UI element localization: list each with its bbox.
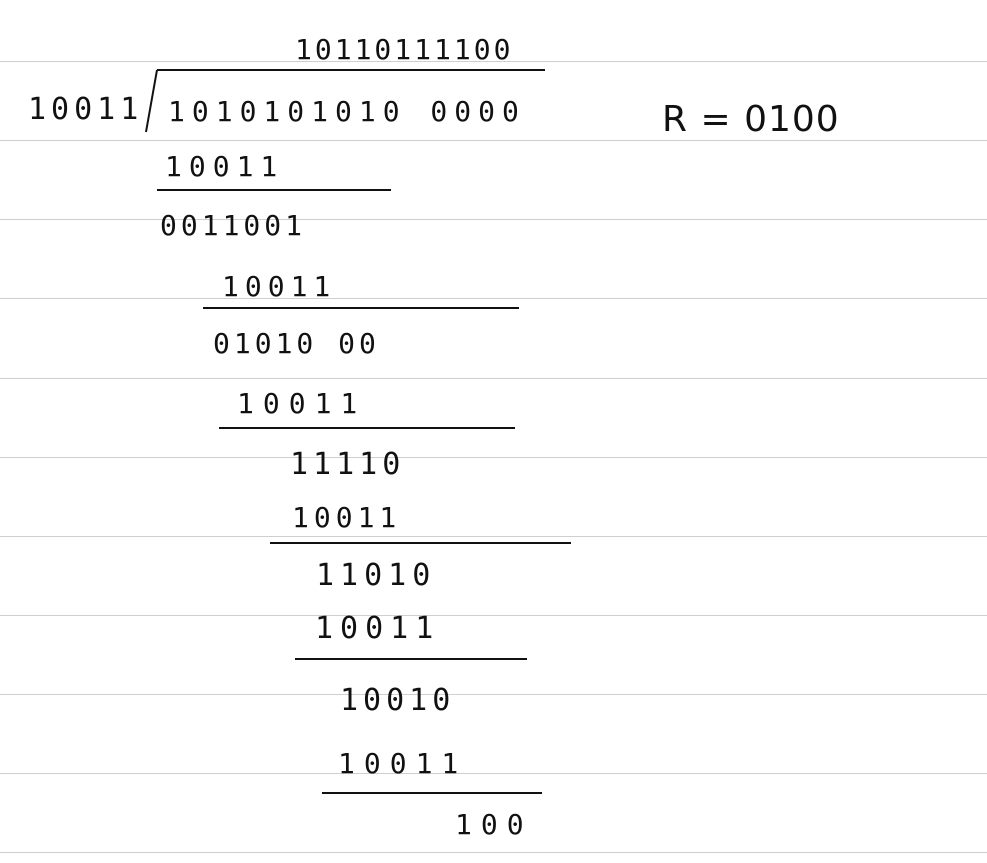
divisor: 10011 bbox=[28, 92, 144, 127]
difference: 11110 bbox=[290, 447, 406, 482]
ruled-line bbox=[0, 615, 987, 616]
ruled-line bbox=[0, 378, 987, 379]
remainder-note: R = 0100 bbox=[662, 99, 840, 140]
ruled-line bbox=[0, 773, 987, 774]
subtrahend: 10011 bbox=[165, 150, 285, 183]
ruled-line bbox=[0, 457, 987, 458]
ruled-line bbox=[0, 140, 987, 141]
ruled-line bbox=[0, 61, 987, 62]
subtrahend: 10011 bbox=[237, 387, 367, 420]
dividend: 1010101010 0000 bbox=[168, 95, 526, 128]
subtrahend: 10011 bbox=[338, 747, 468, 780]
ruled-line bbox=[0, 298, 987, 299]
ruled-line bbox=[0, 536, 987, 537]
subtrahend: 10011 bbox=[315, 611, 441, 646]
subtraction-bar bbox=[322, 792, 542, 794]
subtraction-bar bbox=[157, 189, 391, 191]
subtraction-bar bbox=[203, 307, 519, 309]
quotient: 10110111100 bbox=[295, 33, 514, 66]
difference: 10010 bbox=[340, 683, 456, 718]
difference: 0011001 bbox=[160, 209, 307, 242]
subtraction-bar bbox=[295, 658, 527, 660]
subtrahend: 10011 bbox=[222, 270, 337, 303]
ruled-line bbox=[0, 219, 987, 220]
final-remainder: 100 bbox=[455, 808, 533, 841]
subtraction-bar bbox=[270, 542, 571, 544]
difference: 11010 bbox=[316, 558, 437, 593]
ruled-line bbox=[0, 694, 987, 695]
difference: 01010 00 bbox=[213, 327, 380, 360]
subtrahend: 10011 bbox=[292, 501, 402, 534]
subtraction-bar bbox=[219, 427, 515, 429]
ruled-line bbox=[0, 852, 987, 853]
